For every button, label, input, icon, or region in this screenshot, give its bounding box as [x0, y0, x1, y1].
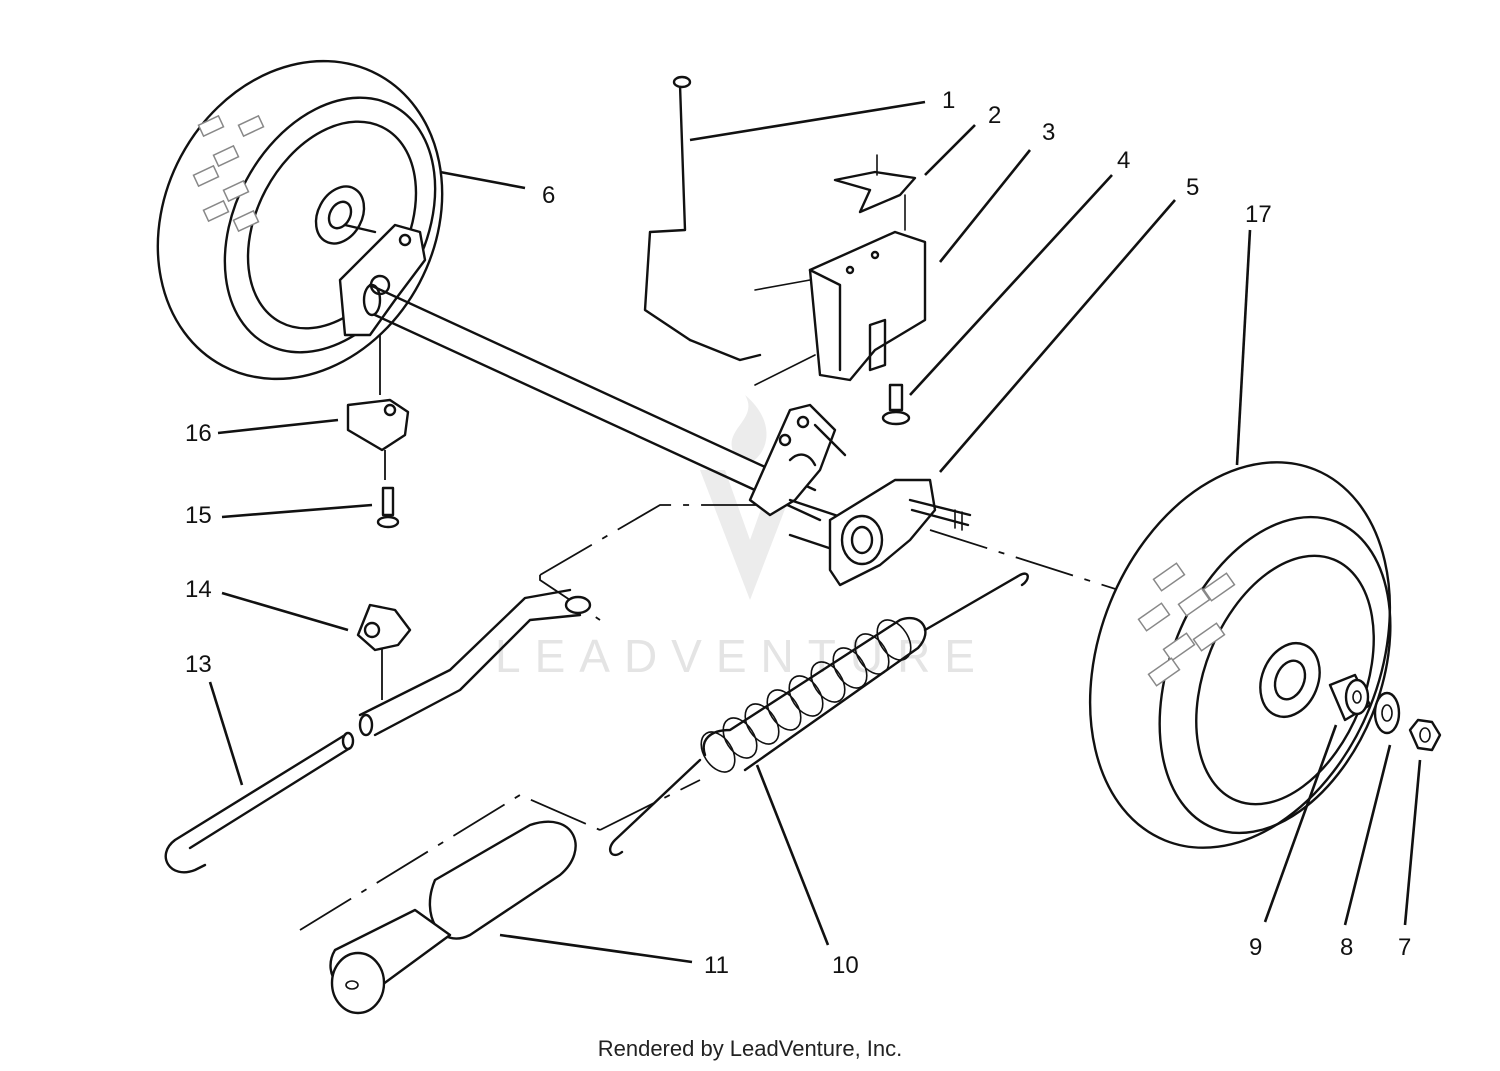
- link-rod: [358, 588, 592, 737]
- callout-7: 7: [1398, 934, 1411, 961]
- right-wheel-tread-pattern: [1137, 562, 1236, 687]
- callout-15: 15: [185, 502, 212, 529]
- clip-14: [356, 603, 412, 652]
- callout-6: 6: [542, 182, 555, 209]
- hub-spacer-9: [1328, 673, 1372, 722]
- nut-7: [1408, 718, 1442, 752]
- screw-4: [881, 383, 911, 426]
- callout-1: 1: [942, 87, 955, 114]
- right-wheel: [1088, 461, 1392, 849]
- spring-10: [608, 572, 1029, 857]
- callout-17: 17: [1245, 201, 1272, 228]
- axle-tube: [362, 283, 822, 522]
- callout-3: 3: [1042, 119, 1055, 146]
- right-axle-bracket: [788, 478, 972, 587]
- callout-11: 11: [704, 952, 729, 979]
- spring-coils: [700, 619, 912, 773]
- height-adjuster-plate: [748, 403, 847, 517]
- height-lever-rod: [643, 75, 762, 362]
- spring-clip: [833, 154, 917, 231]
- watermark-text: LEADVENTURE: [495, 630, 989, 682]
- callout-2: 2: [988, 102, 1001, 129]
- roller-cover-11: [329, 820, 577, 1015]
- washer-8: [1373, 691, 1401, 735]
- handle-rod: [164, 731, 355, 874]
- leader-lines: [208, 100, 1422, 964]
- callout-13: 13: [185, 651, 212, 678]
- callout-5: 5: [1186, 174, 1199, 201]
- callout-10: 10: [832, 952, 859, 979]
- leadventure-watermark: LEADVENTURE: [495, 395, 989, 682]
- screw-15: [376, 486, 400, 529]
- callout-16: 16: [185, 420, 212, 447]
- left-wheel-tread-pattern: [192, 114, 265, 233]
- callout-4: 4: [1117, 147, 1130, 174]
- callout-8: 8: [1340, 934, 1353, 961]
- callout-labels: 1 2 3 4 5 6 7 8 9 10 11 13 14 15 16 17: [185, 87, 1411, 979]
- footer-credit: Rendered by LeadVenture, Inc.: [597, 1036, 903, 1061]
- clip-16: [346, 398, 410, 452]
- callout-9: 9: [1249, 934, 1262, 961]
- lever-bracket: [754, 230, 927, 386]
- callout-14: 14: [185, 576, 212, 603]
- assembly-centerlines: [299, 335, 1151, 931]
- left-wheel: [156, 59, 444, 381]
